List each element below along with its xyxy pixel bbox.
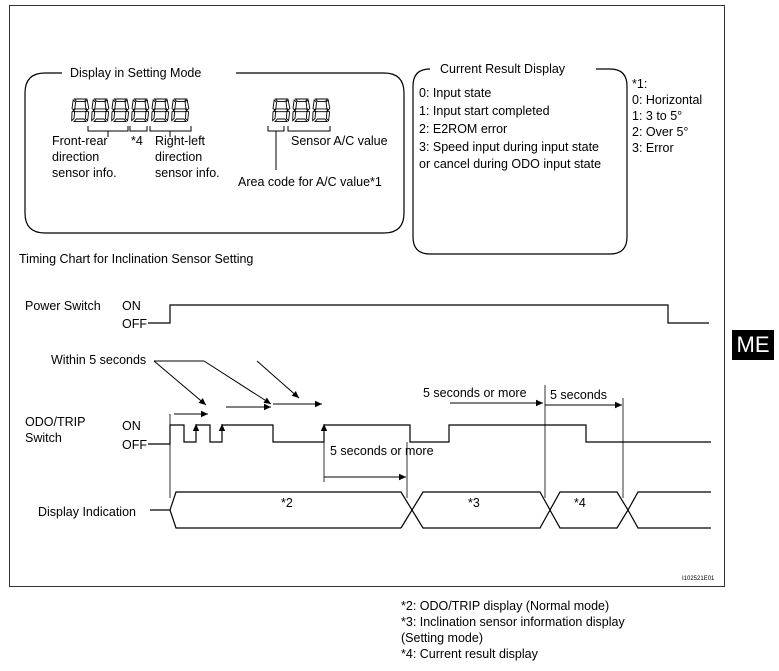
note1-block: *1: 0: Horizontal 1: 3 to 5° 2: Over 5° …	[632, 77, 706, 155]
five-or-more-upper-label: 5 seconds or more	[423, 386, 527, 400]
power-on-label: ON	[122, 299, 141, 313]
footnote-2: *2: ODO/TRIP display (Normal mode)	[401, 599, 610, 613]
right-left-label: Right-left direction sensor info.	[155, 134, 220, 180]
setting-mode-box: Display in Setting Mode Front-rear direc…	[24, 66, 405, 234]
display-indication-label: Display Indication	[38, 505, 136, 519]
odo-signal	[148, 424, 711, 445]
odo-off-label: OFF	[122, 438, 147, 452]
setting-mode-title: Display in Setting Mode	[70, 66, 201, 80]
odo-on-label: ON	[122, 419, 141, 433]
front-rear-label: Front-rear direction sensor info.	[52, 134, 117, 180]
sensor-ac-label: Sensor A/C value	[291, 134, 388, 148]
footnote-3-cont: (Setting mode)	[401, 631, 483, 645]
display-indication-row: Display Indication *2 *3 *4	[38, 491, 711, 529]
current-result-box: Current Result Display 0: Input state 1:…	[412, 62, 628, 255]
area-code-label: Area code for A/C value*1	[238, 175, 382, 189]
five-or-more-lower-label: 5 seconds or more	[330, 444, 434, 458]
power-switch-label: Power Switch	[25, 299, 101, 313]
digit-brackets	[87, 126, 331, 170]
current-result-lines: 0: Input state 1: Input start completed …	[419, 86, 602, 171]
current-result-title: Current Result Display	[440, 62, 566, 76]
within-5s-label: Within 5 seconds	[51, 353, 146, 367]
odo-trip-label: ODO/TRIP Switch	[25, 415, 89, 445]
outer-frame	[9, 5, 725, 587]
power-signal	[148, 304, 709, 324]
seven-segment-digits	[71, 98, 331, 123]
footnote-4: *4: Current result display	[401, 647, 538, 661]
power-off-label: OFF	[122, 317, 147, 331]
power-switch-row: Power Switch ON OFF	[25, 299, 709, 331]
five-seconds-label: 5 seconds	[550, 388, 607, 402]
segment-2-label: *2	[281, 496, 293, 510]
within-5s-group: Within 5 seconds	[51, 353, 322, 418]
figure-code: I102521E01	[682, 576, 715, 582]
me-section-badge: ME	[732, 330, 774, 360]
timing-title: Timing Chart for Inclination Sensor Sett…	[19, 252, 253, 266]
odo-trip-row: ODO/TRIP Switch ON OFF	[25, 415, 711, 452]
segment-3-label: *3	[468, 496, 480, 510]
note4-label: *4	[131, 134, 143, 148]
segment-4-label: *4	[574, 496, 586, 510]
guide-lines	[169, 385, 624, 498]
footnotes: *2: ODO/TRIP display (Normal mode) *3: I…	[401, 598, 625, 662]
footnote-3: *3: Inclination sensor information displ…	[401, 615, 625, 629]
